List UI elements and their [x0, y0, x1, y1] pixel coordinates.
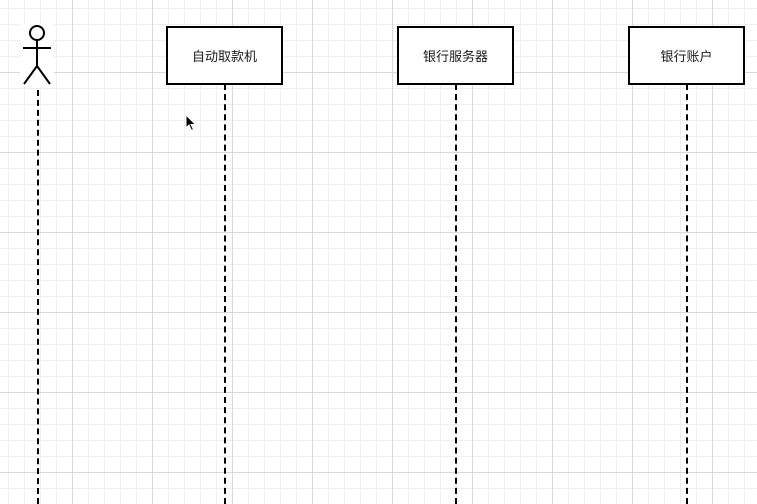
mouse-pointer-icon — [185, 113, 197, 132]
bank-server-lifeline — [455, 84, 457, 504]
participant-atm[interactable]: 自动取款机 — [166, 26, 283, 85]
participant-atm-label: 自动取款机 — [191, 50, 257, 65]
participant-bank-account-label: 银行账户 — [660, 50, 713, 65]
actor[interactable] — [20, 24, 54, 86]
stick-figure-icon — [23, 25, 51, 85]
participant-bank-account[interactable]: 银行账户 — [628, 26, 745, 85]
participant-bank-server[interactable]: 银行服务器 — [397, 26, 514, 85]
bank-account-lifeline — [686, 84, 688, 504]
participant-bank-server-label: 银行服务器 — [422, 50, 488, 65]
atm-lifeline — [224, 84, 226, 504]
actor-lifeline — [37, 80, 39, 504]
